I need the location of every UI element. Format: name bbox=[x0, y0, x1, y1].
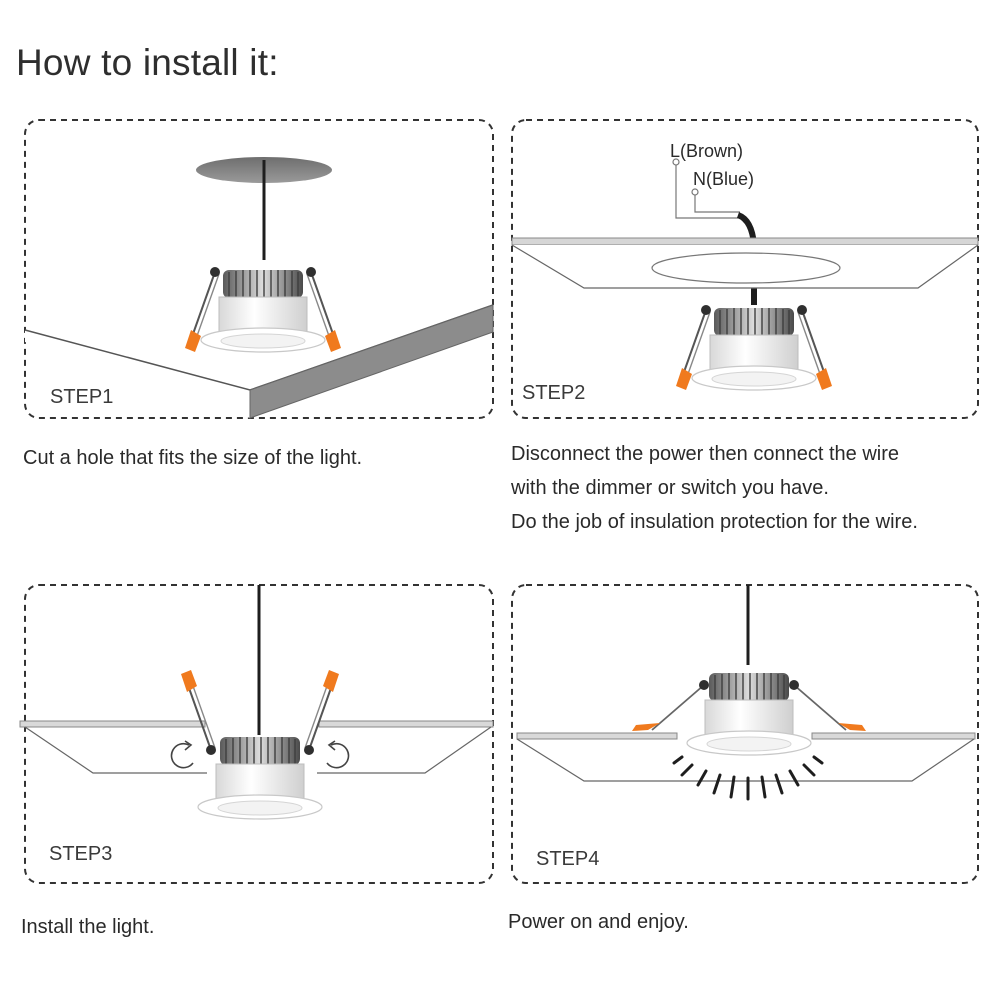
rotate-arrow-icon bbox=[326, 742, 350, 769]
step2-label: STEP2 bbox=[522, 382, 586, 404]
ceiling-board bbox=[318, 720, 494, 728]
step4-illustration bbox=[511, 584, 979, 884]
step1-panel: STEP1 bbox=[24, 119, 495, 420]
step1-label: STEP1 bbox=[50, 386, 114, 408]
ceiling-board bbox=[516, 732, 678, 740]
ceiling-board bbox=[811, 732, 976, 740]
step3-label: STEP3 bbox=[49, 843, 113, 865]
step4-panel: STEP4 bbox=[511, 584, 980, 885]
step1-caption: Cut a hole that fits the size of the lig… bbox=[23, 441, 362, 475]
caption-line: Cut a hole that fits the size of the lig… bbox=[23, 447, 363, 469]
ceiling-board bbox=[511, 237, 979, 246]
caption-line: Install the light. bbox=[21, 916, 155, 938]
caption-line: Power on and enjoy. bbox=[508, 911, 689, 933]
rotate-arrow-icon bbox=[170, 742, 194, 769]
caption-line: with the dimmer or switch you have. bbox=[511, 477, 829, 499]
step3-illustration bbox=[19, 584, 494, 884]
wire-label-live: L(Brown) bbox=[670, 141, 744, 161]
step4-label: STEP4 bbox=[536, 848, 600, 870]
step1-illustration bbox=[24, 119, 494, 419]
wire-label-neutral: N(Blue) bbox=[693, 169, 755, 189]
light-rays bbox=[672, 755, 824, 801]
step2-panel: L(Brown) N(Blue) STEP2 bbox=[511, 119, 980, 420]
ceiling-hole bbox=[651, 252, 841, 284]
step2-caption: Disconnect the power then connect the wi… bbox=[511, 437, 918, 539]
step3-panel: STEP3 bbox=[19, 584, 495, 885]
page-title: How to install it: bbox=[16, 42, 279, 83]
step3-caption: Install the light. bbox=[21, 910, 154, 944]
step2-illustration bbox=[511, 119, 979, 419]
step4-caption: Power on and enjoy. bbox=[508, 905, 689, 939]
ceiling-board bbox=[19, 720, 206, 728]
caption-line: Do the job of insulation protection for … bbox=[511, 511, 918, 533]
caption-line: Disconnect the power then connect the wi… bbox=[511, 443, 899, 465]
